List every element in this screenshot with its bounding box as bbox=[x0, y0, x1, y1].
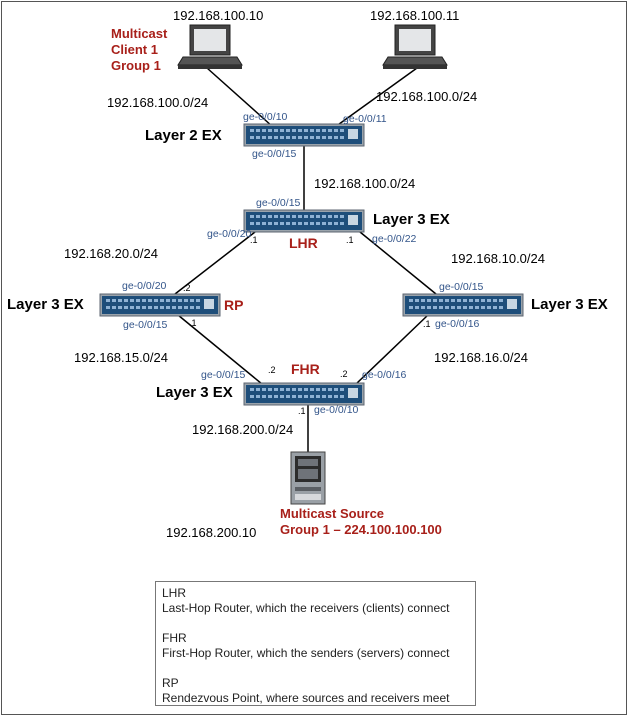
fhr-port-bottom: ge-0/0/10 bbox=[314, 404, 359, 416]
client2-ip: 192.168.100.11 bbox=[370, 8, 459, 23]
subnet-fhr-source: 192.168.200.0/24 bbox=[192, 422, 293, 437]
client1-label-line2: Client 1 bbox=[111, 42, 158, 57]
fhr-role-label: FHR bbox=[291, 361, 320, 377]
fhr-dot-bottom: .1 bbox=[298, 406, 306, 416]
link-client1-l2 bbox=[206, 67, 274, 128]
right-switch-name: Layer 3 EX bbox=[531, 296, 608, 313]
legend-definition: Last-Hop Router, which the receivers (cl… bbox=[162, 601, 450, 615]
subnet-right-fhr: 192.168.16.0/24 bbox=[434, 350, 528, 365]
source-label-line2: Group 1 – 224.100.100.100 bbox=[280, 522, 442, 537]
legend-item-fhr: FHR First-Hop Router, which the senders … bbox=[162, 631, 469, 661]
right-port-top: ge-0/0/15 bbox=[439, 281, 484, 293]
lhr-port-top: ge-0/0/15 bbox=[256, 197, 301, 209]
fhr-port-right: ge-0/0/16 bbox=[362, 369, 407, 381]
legend-box: LHR Last-Hop Router, which the receivers… bbox=[155, 581, 476, 706]
lhr-port-right: ge-0/0/22 bbox=[372, 233, 417, 245]
legend-definition: Rendezvous Point, where sources and rece… bbox=[162, 691, 450, 705]
lhr-switch-name: Layer 3 EX bbox=[373, 211, 450, 228]
server-icon bbox=[290, 451, 326, 505]
link-rp-fhr bbox=[177, 314, 263, 385]
client1-laptop-icon bbox=[177, 24, 243, 70]
rp-port-top: ge-0/0/20 bbox=[122, 280, 167, 292]
rp-dot-bottom: .1 bbox=[189, 318, 197, 328]
right-dot-bottom: .1 bbox=[423, 319, 431, 329]
l2-port-right: ge-0/0/11 bbox=[343, 113, 387, 125]
link-client2-l2 bbox=[334, 67, 418, 128]
client2-laptop-icon bbox=[382, 24, 448, 70]
fhr-switch-name: Layer 3 EX bbox=[156, 384, 233, 401]
subnet-rp-fhr: 192.168.15.0/24 bbox=[74, 350, 168, 365]
rp-port-bottom: ge-0/0/15 bbox=[123, 319, 168, 331]
l2-switch-name: Layer 2 EX bbox=[145, 127, 222, 144]
rp-switch-icon bbox=[99, 293, 221, 317]
legend-item-rp: RP Rendezvous Point, where sources and r… bbox=[162, 676, 469, 706]
rp-role-label: RP bbox=[224, 297, 243, 313]
lhr-switch-icon bbox=[243, 209, 365, 233]
subnet-client2: 192.168.100.0/24 bbox=[376, 89, 477, 104]
lhr-port-left: ge-0/0/20 bbox=[207, 228, 252, 240]
legend-term: LHR bbox=[162, 586, 187, 600]
source-label-line1: Multicast Source bbox=[280, 506, 384, 521]
fhr-dot-left: .2 bbox=[268, 365, 276, 375]
link-lhr-rp bbox=[174, 231, 256, 295]
l2-port-bottom: ge-0/0/15 bbox=[252, 148, 297, 160]
client1-label-line3: Group 1 bbox=[111, 58, 161, 73]
links bbox=[174, 67, 437, 452]
source-ip: 192.168.200.10 bbox=[166, 525, 256, 540]
legend-term: RP bbox=[162, 676, 179, 690]
client1-label-line1: Multicast bbox=[111, 26, 168, 41]
legend-item-lhr: LHR Last-Hop Router, which the receivers… bbox=[162, 586, 469, 616]
subnet-l2-lhr: 192.168.100.0/24 bbox=[314, 176, 415, 191]
rp-switch-name: Layer 3 EX bbox=[7, 296, 84, 313]
fhr-port-left: ge-0/0/15 bbox=[201, 369, 246, 381]
l2-switch-icon bbox=[243, 123, 365, 147]
right-switch-icon bbox=[402, 293, 524, 317]
subnet-lhr-right: 192.168.10.0/24 bbox=[451, 251, 545, 266]
l2-port-left: ge-0/0/10 bbox=[243, 111, 288, 123]
subnet-client1: 192.168.100.0/24 bbox=[107, 95, 208, 110]
lhr-dot-left: .1 bbox=[250, 235, 258, 245]
lhr-role-label: LHR bbox=[289, 235, 318, 251]
link-right-fhr bbox=[355, 314, 429, 385]
client1-ip: 192.168.100.10 bbox=[173, 8, 263, 23]
legend-definition: First-Hop Router, which the senders (ser… bbox=[162, 646, 450, 660]
subnet-lhr-rp: 192.168.20.0/24 bbox=[64, 246, 158, 261]
fhr-dot-right: .2 bbox=[340, 369, 348, 379]
fhr-switch-icon bbox=[243, 382, 365, 406]
right-port-bottom: ge-0/0/16 bbox=[435, 318, 480, 330]
legend-term: FHR bbox=[162, 631, 187, 645]
link-lhr-right bbox=[359, 231, 437, 295]
lhr-dot-right: .1 bbox=[346, 235, 354, 245]
rp-dot-top: .2 bbox=[183, 283, 191, 293]
